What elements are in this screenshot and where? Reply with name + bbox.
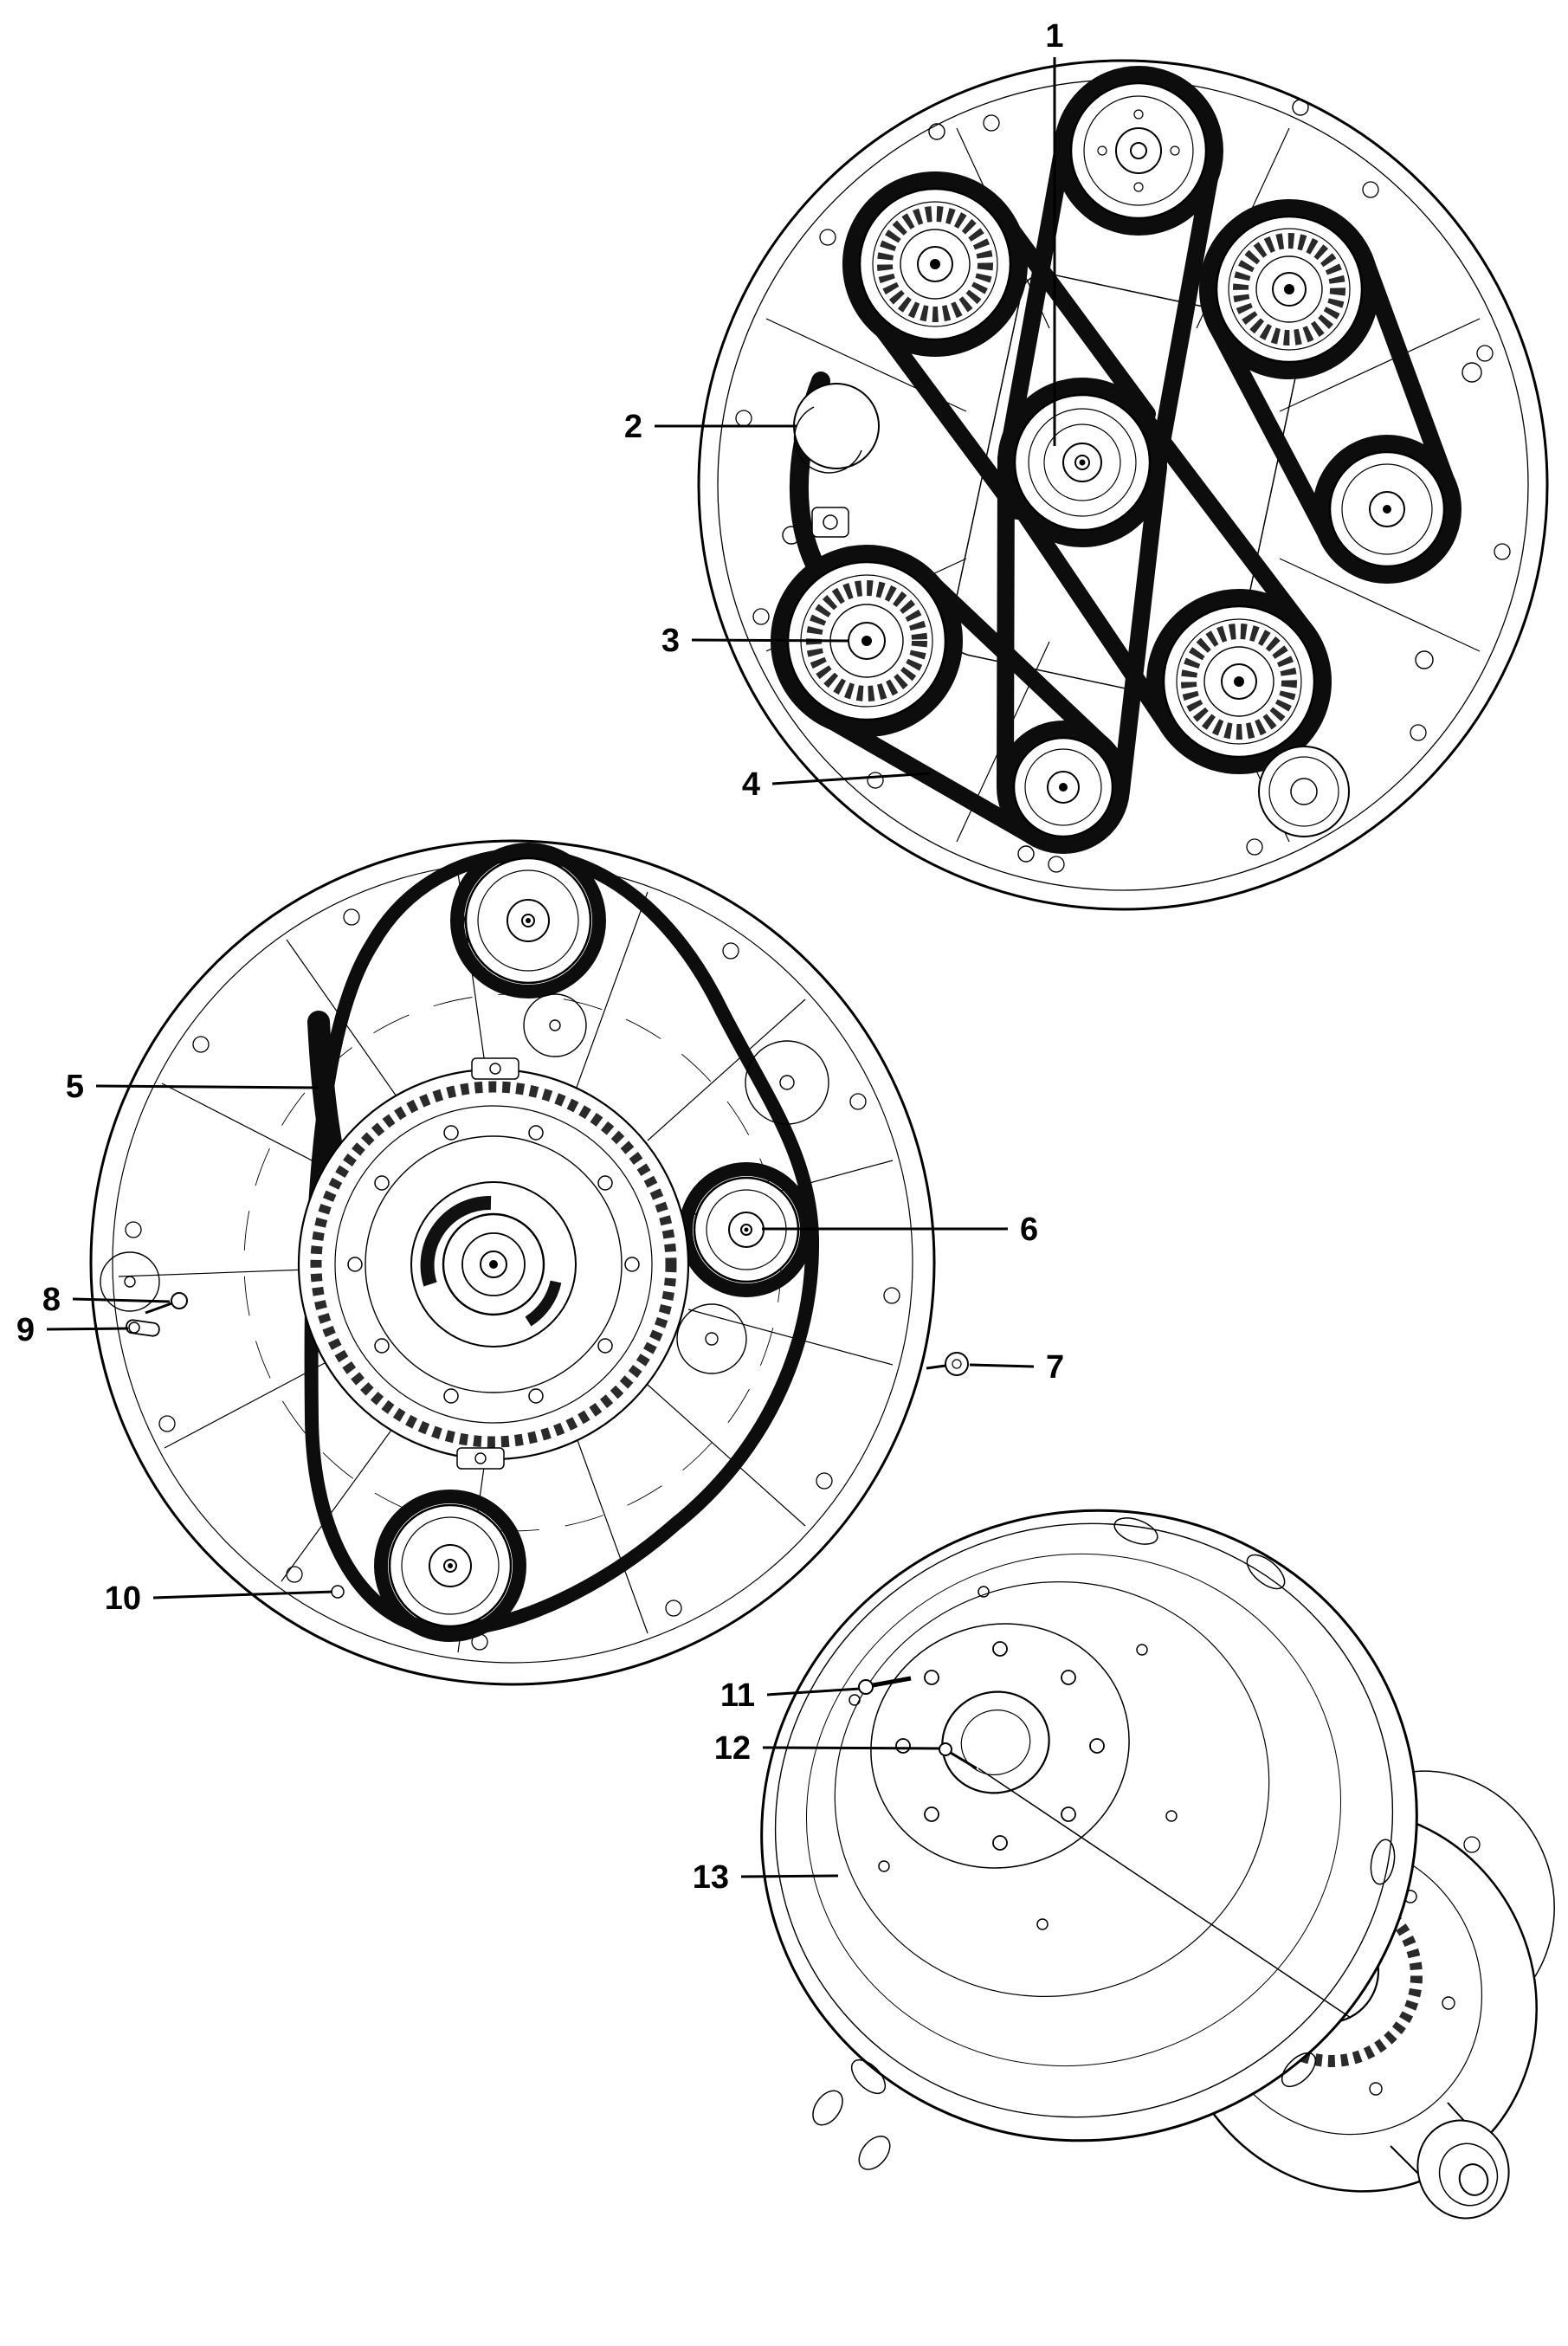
callout-10-label: 10 [105,1580,141,1617]
belt-run [861,304,1026,520]
callout-11: 11 [720,1677,861,1714]
callout-7-label: 7 [1046,1349,1064,1386]
pulley-right [1328,450,1446,568]
callout-1: 1 [1045,18,1064,446]
callout-9-leader [46,1327,129,1331]
callout-3: 3 [661,623,849,659]
boss-circles [100,993,829,1374]
cone-disc [760,1509,1418,2170]
belt-ring [842,171,1028,357]
callout-4-label: 4 [742,766,760,803]
belt-runs [771,66,1462,854]
callout-1-label: 1 [1045,18,1063,55]
roller-ring [1233,233,1345,346]
callouts: 1 2 3 4 5 6 7 8 [16,18,1064,1896]
belt-run [1206,313,1336,545]
callout-4: 4 [742,766,932,803]
callout-10: 10 [105,1580,333,1617]
callout-7: 7 [969,1349,1064,1386]
callout-12-label: 12 [714,1730,751,1767]
pivot-pin [126,1319,160,1337]
callout-5-label: 5 [66,1069,84,1105]
stud-bolt-center [939,1742,978,1770]
roller-ring [1181,624,1297,740]
callout-8-label: 8 [42,1282,61,1318]
assembly-top-belt-drive [697,59,1549,911]
callout-3-label: 3 [661,623,680,659]
pulley-bottom-right-small [1258,746,1350,837]
cone-hole-ring [849,1586,1178,1930]
callout-6: 6 [762,1212,1038,1248]
callout-7-leader [969,1363,1035,1368]
gear-plate [297,1057,690,1470]
shaft-end [1390,2102,1510,2220]
callout-10-leader [152,1590,333,1600]
belt-run [997,449,1015,792]
clip-bracket [811,507,849,538]
callout-2: 2 [624,409,797,445]
callout-9: 9 [16,1312,129,1348]
pulley-bottom-middle [388,1503,513,1628]
rim-slots [812,1517,1396,2170]
belt-run [1355,248,1455,491]
callout-9-label: 9 [16,1312,35,1348]
screw [926,1352,969,1376]
belt-run [1011,498,1179,739]
gear-teeth-ring [310,1081,677,1448]
pulley-upper-right [1215,215,1364,364]
belt-run [806,702,1037,843]
callout-11-leader [766,1687,861,1696]
callout-8: 8 [42,1282,171,1318]
callout-13-label: 13 [693,1859,729,1896]
pulley-top-middle [464,856,592,985]
callout-4-leader [771,772,932,785]
stud-bolt-loose [858,1676,912,1695]
pulley-top [1069,81,1208,220]
assembly-bottom-cone-pulley [760,1509,1555,2220]
axis-line [978,1768,1352,2019]
pulley-upper-left [858,187,1012,341]
belt-run [1113,458,1167,799]
callout-12: 12 [714,1730,940,1767]
belt-ring [1146,589,1332,774]
callout-2-label: 2 [624,409,642,445]
callout-3-leader [691,638,849,643]
callout-5-leader [95,1084,319,1089]
belt-run [304,847,820,1638]
stud-ring [895,1641,1105,1851]
callout-8-leader [72,1297,171,1303]
belt-run [1147,155,1221,484]
callout-11-label: 11 [720,1677,755,1714]
pulley-center [1013,393,1152,532]
belt-run [1136,410,1316,642]
callout-6-label: 6 [1020,1212,1038,1248]
adjuster-lever [145,1292,188,1315]
callout-13-leader [740,1874,839,1878]
pulley-right-middle [693,1176,800,1283]
callout-5: 5 [66,1069,319,1105]
hub [442,1212,545,1316]
belt-run [992,207,1156,423]
pulley-bottom-center [1012,736,1114,838]
hub-plate [870,1623,1130,1869]
roller-ring [877,206,993,322]
callout-13: 13 [693,1859,839,1896]
pulley-lower-right [1162,604,1316,759]
